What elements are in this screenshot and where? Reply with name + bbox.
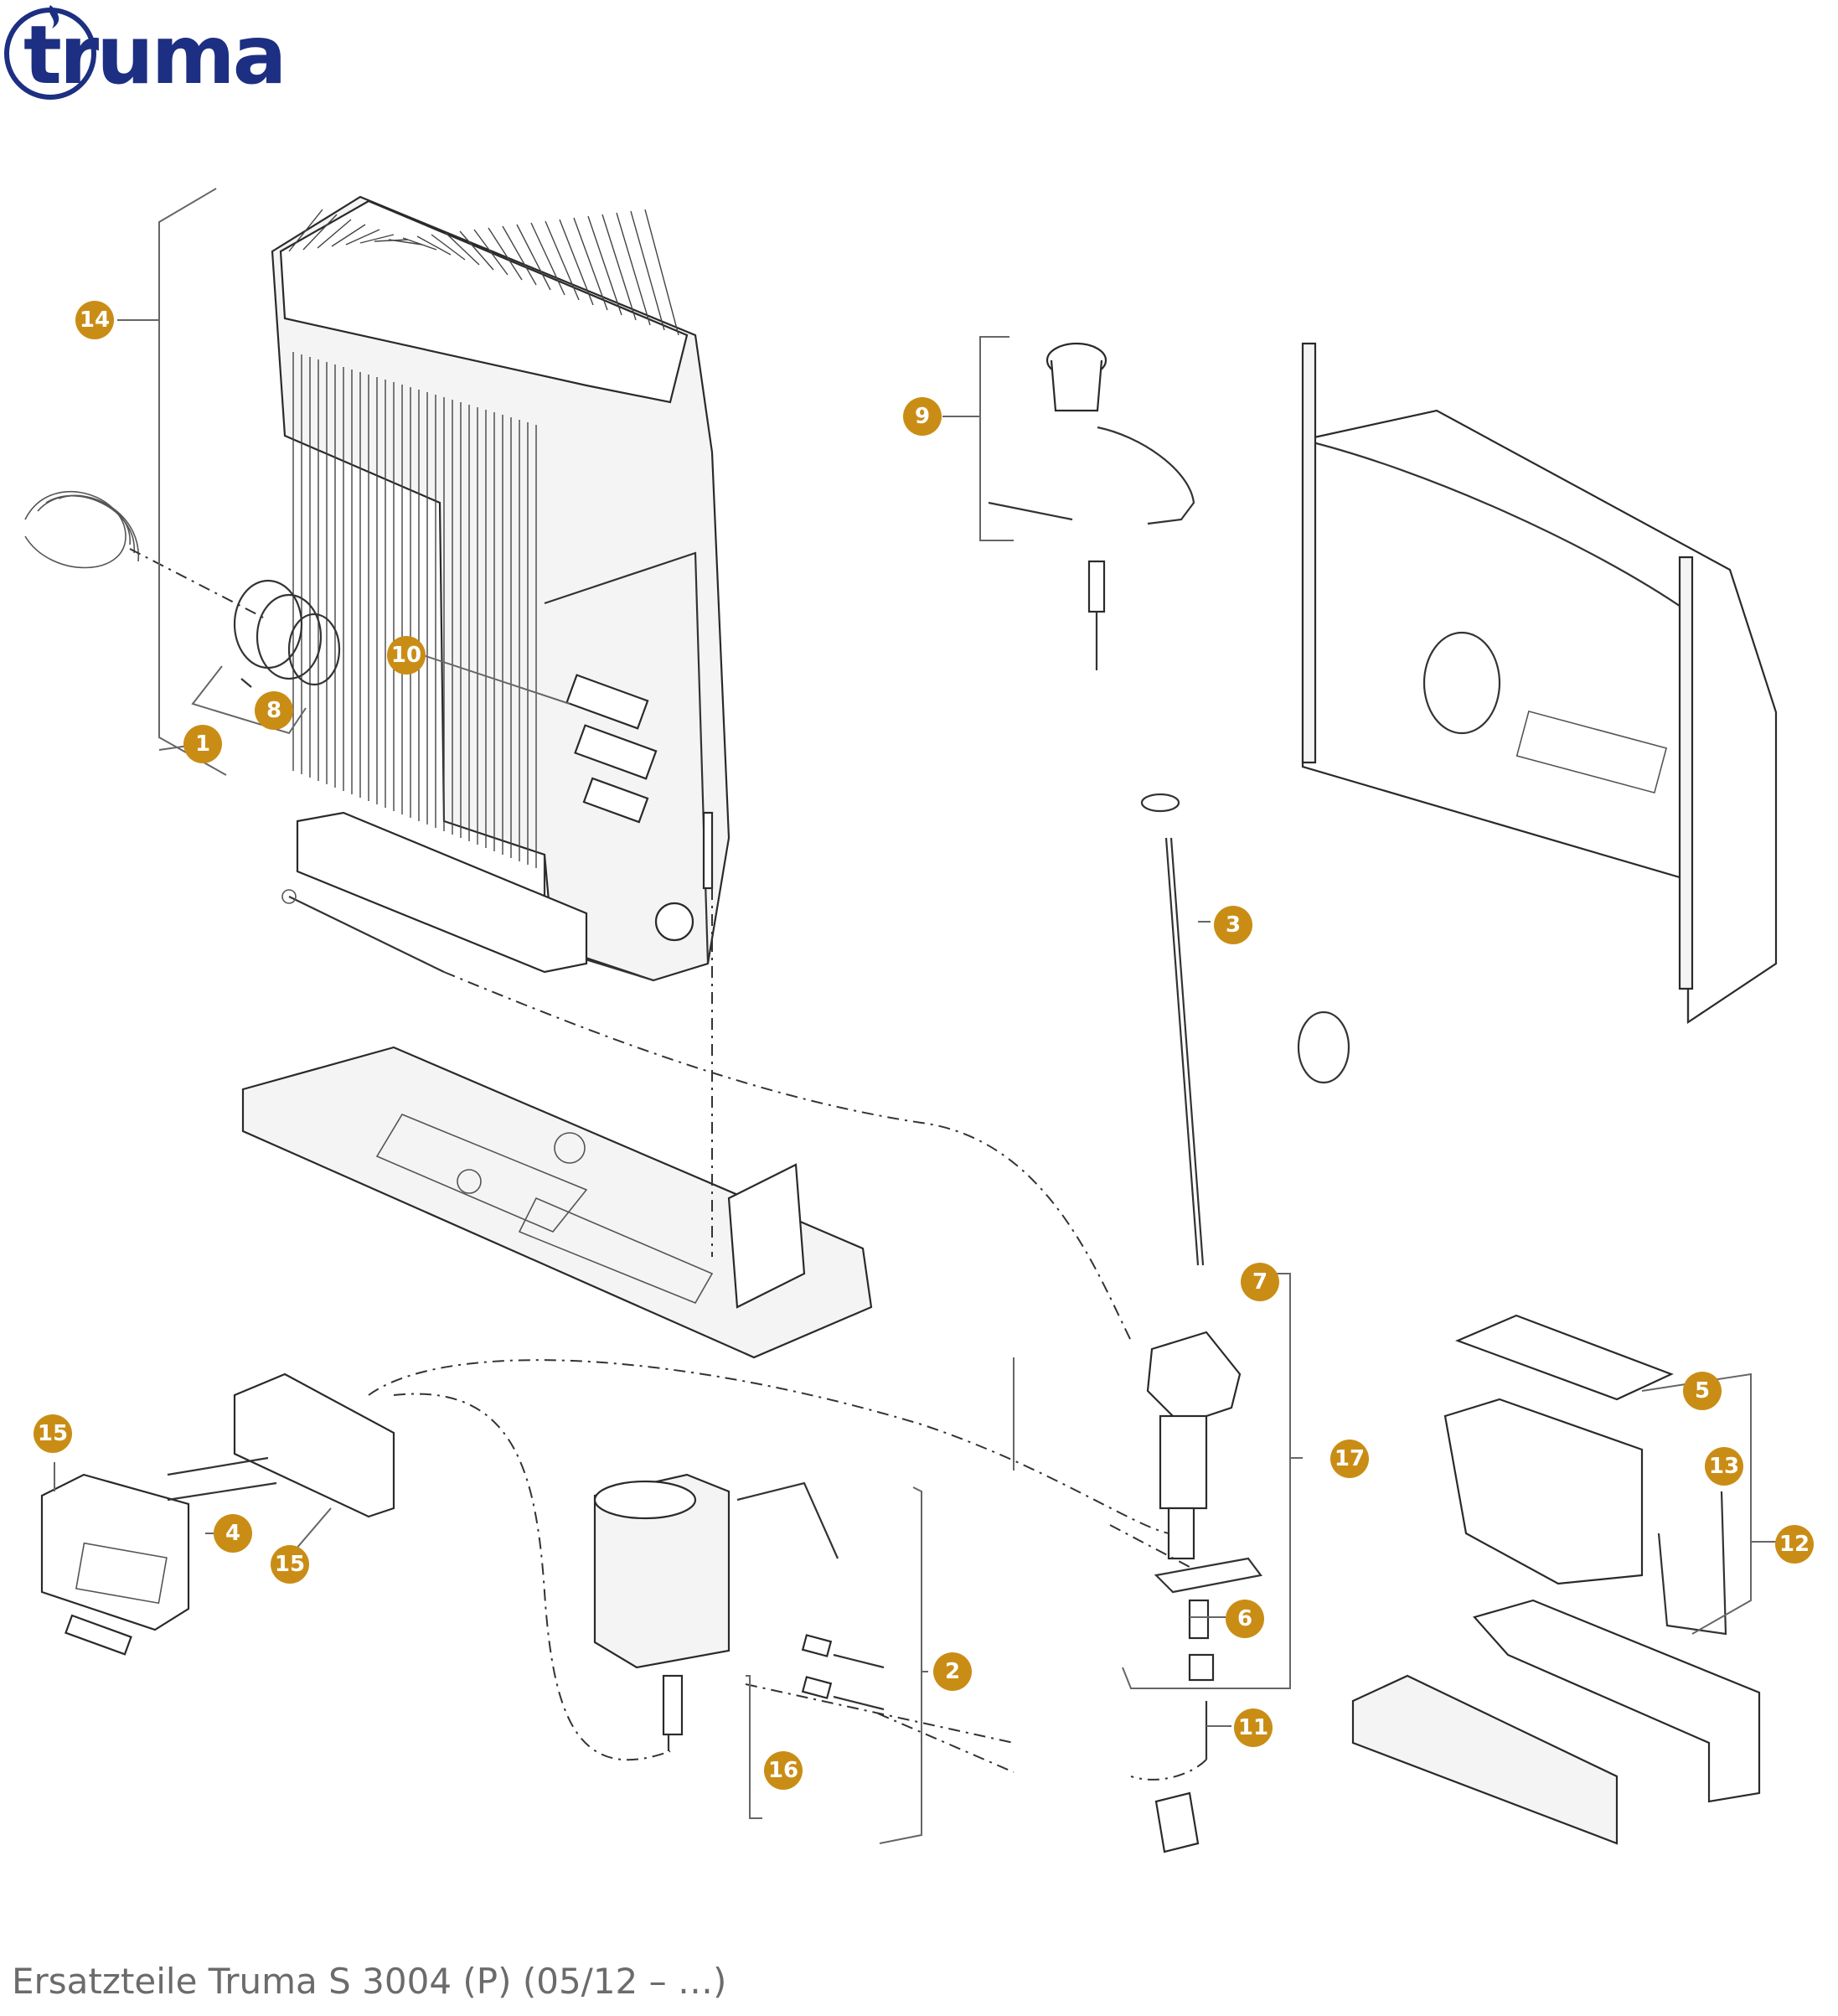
radiator-fin-top: [473, 229, 509, 276]
part-badge-17: 17: [1330, 1440, 1369, 1478]
part-badge-9: 9: [903, 397, 942, 436]
radiator-fin-top: [573, 217, 608, 311]
radiator-fin-top: [459, 230, 494, 271]
radiator-fin-top: [402, 237, 437, 251]
part-badge-4: 4: [214, 1514, 252, 1553]
svg-text:12: 12: [1779, 1532, 1810, 1557]
radiator-fin-top: [630, 210, 665, 331]
part-badge-2: 2: [933, 1652, 972, 1691]
heat-coil-drawing: [24, 490, 139, 569]
radiator-fin-top: [331, 224, 366, 247]
part-badge-15: 15: [34, 1414, 72, 1453]
svg-text:5: 5: [1695, 1378, 1710, 1403]
radiator-fin-top: [345, 229, 380, 246]
radiator-fin-top: [431, 234, 466, 261]
radiator-fin-top: [587, 215, 622, 316]
radiator-fin-top: [317, 219, 352, 249]
svg-text:17: 17: [1335, 1446, 1365, 1471]
svg-text:15: 15: [275, 1552, 305, 1577]
logo-wordmark: truma: [23, 8, 287, 102]
part-badge-15-b: 15: [271, 1545, 309, 1584]
holder-bracket-drawing: [281, 811, 588, 974]
part-badge-7: 7: [1241, 1263, 1279, 1301]
part-badge-16: 16: [764, 1751, 803, 1790]
svg-text:15: 15: [38, 1421, 68, 1446]
casing-drawing: [1297, 342, 1778, 1084]
truma-logo: truma: [0, 0, 360, 109]
svg-text:13: 13: [1709, 1454, 1739, 1479]
gas-valve-drawing: [1146, 1331, 1262, 1853]
part-badge-13: 13: [1705, 1447, 1743, 1486]
part-badge-14: 14: [75, 301, 114, 339]
svg-text:9: 9: [915, 404, 930, 429]
svg-text:8: 8: [266, 698, 281, 723]
radiator-fin-top: [545, 220, 580, 301]
control-box-drawing: [40, 1372, 395, 1656]
radiator-fin-top: [488, 227, 523, 281]
base-plate-drawing: [241, 1046, 873, 1359]
radiator-fin-top: [302, 214, 338, 251]
part-badge-11: 11: [1234, 1708, 1273, 1747]
radiator-fin-top: [502, 225, 537, 286]
radiator-fin-top: [530, 222, 565, 296]
radiator-fin-top: [516, 224, 551, 291]
control-rod-drawing: [1140, 793, 1205, 1266]
svg-text:3: 3: [1226, 912, 1241, 938]
part-badge-8: 8: [255, 691, 293, 730]
part-badge-3: 3: [1214, 906, 1252, 944]
svg-text:14: 14: [80, 308, 110, 333]
clamp-rings-drawing: [233, 579, 341, 688]
svg-text:1: 1: [195, 731, 210, 757]
part-badge-12: 12: [1775, 1525, 1814, 1564]
radiator-fin-top: [416, 235, 452, 256]
pipe-routing-dashes: [129, 548, 1207, 1781]
svg-text:7: 7: [1252, 1269, 1267, 1295]
part-badge-5: 5: [1683, 1372, 1722, 1410]
svg-text:4: 4: [225, 1521, 240, 1546]
radiator-fin-top: [559, 219, 594, 306]
radiator-fin-top: [601, 214, 637, 321]
part-badge-6: 6: [1226, 1600, 1264, 1638]
radiator-fin-top: [359, 234, 395, 244]
thermostat-drawing: [988, 342, 1195, 670]
radiator-fin-top: [616, 212, 651, 326]
svg-text:2: 2: [945, 1659, 960, 1684]
part-badge-1: 1: [183, 725, 222, 763]
page-caption: Ersatzteile Truma S 3004 (P) (05/12 – …): [12, 1961, 727, 2002]
radiator-fin-top: [445, 232, 480, 266]
frame-box-drawing: [1351, 1314, 1761, 1845]
radiator-fin-top: [388, 239, 423, 246]
svg-text:10: 10: [391, 643, 421, 668]
svg-text:6: 6: [1237, 1606, 1252, 1631]
svg-text:11: 11: [1238, 1715, 1268, 1740]
radiator-fin-top: [288, 209, 323, 252]
logo-flame-icon: [4, 5, 96, 100]
part-badge-10: 10: [387, 636, 426, 675]
heat-exchanger-drawing: [271, 195, 731, 982]
radiator-fin-top: [644, 209, 679, 336]
burner-drawing: [593, 1473, 885, 1751]
svg-text:16: 16: [768, 1758, 798, 1783]
